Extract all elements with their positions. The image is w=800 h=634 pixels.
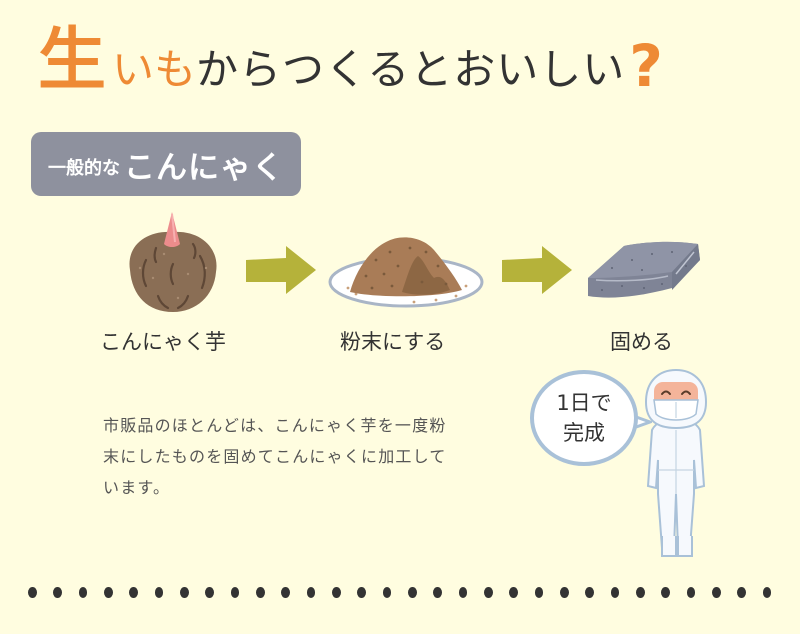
divider-dot [686, 587, 696, 598]
page-title: 生 いも からつくるとおいしい ? [38, 10, 663, 100]
divider-dot [331, 587, 341, 598]
divider-dot [433, 587, 443, 598]
bubble-line-2: 完成 [563, 421, 605, 445]
title-dark-part: からつくるとおいしい [196, 45, 626, 94]
konjac-block-icon [588, 241, 700, 298]
divider-dot [205, 587, 215, 598]
divider-dot [154, 587, 164, 598]
description-line: います。 [103, 478, 171, 497]
divider-dot [281, 587, 291, 598]
divider-dot [255, 587, 265, 598]
divider-dot [179, 587, 189, 598]
badge-prefix: 一般的な [48, 158, 120, 179]
section-badge: 一般的な こんにゃく [31, 132, 301, 196]
description-text: 市販品のほとんどは、こんにゃく芋を一度粉 末にしたものを固めてこんにゃくに加工し… [103, 410, 515, 503]
divider-dot [357, 587, 367, 598]
title-big-char: 生 [38, 21, 107, 100]
step-label-solidify: 固める [610, 330, 673, 354]
divider-dot [559, 587, 569, 598]
divider-dot [610, 587, 620, 598]
divider-dot [635, 587, 645, 598]
step-label-powder: 粉末にする [340, 330, 446, 354]
description-line: 末にしたものを固めてこんにゃくに加工して [103, 447, 447, 466]
step-label-konjac-potato: こんにゃく芋 [100, 330, 226, 354]
divider-dot [407, 587, 417, 598]
konjac-potato-icon [129, 212, 217, 312]
divider-dot [762, 587, 772, 598]
divider-dot [711, 587, 721, 598]
title-orange-part: いも [112, 45, 197, 94]
divider-dot [78, 587, 88, 598]
arrow-right-icon [502, 246, 572, 294]
description-line: 市販品のほとんどは、こんにゃく芋を一度粉 [103, 416, 447, 435]
dotted-divider [28, 587, 788, 599]
divider-dot [28, 587, 37, 598]
divider-dot [306, 587, 316, 598]
speech-bubble: 1日で 完成 [530, 370, 638, 466]
divider-dot [534, 587, 544, 598]
divider-dot [53, 587, 63, 598]
arrow-right-icon [246, 246, 316, 294]
divider-dot [458, 587, 468, 598]
powder-plate-icon [328, 237, 484, 308]
factory-worker-icon [644, 368, 708, 557]
divider-dot [382, 587, 392, 598]
divider-dot [483, 587, 493, 598]
divider-dot [737, 587, 747, 598]
divider-dot [661, 587, 671, 598]
badge-main: こんにゃく [124, 149, 284, 186]
divider-dot [585, 587, 595, 598]
bubble-line-1: 1日で [556, 391, 612, 415]
divider-dot [509, 587, 519, 598]
divider-dot [103, 587, 113, 598]
divider-dot [230, 587, 240, 598]
divider-dot [129, 587, 139, 598]
title-question-mark: ? [629, 32, 663, 100]
